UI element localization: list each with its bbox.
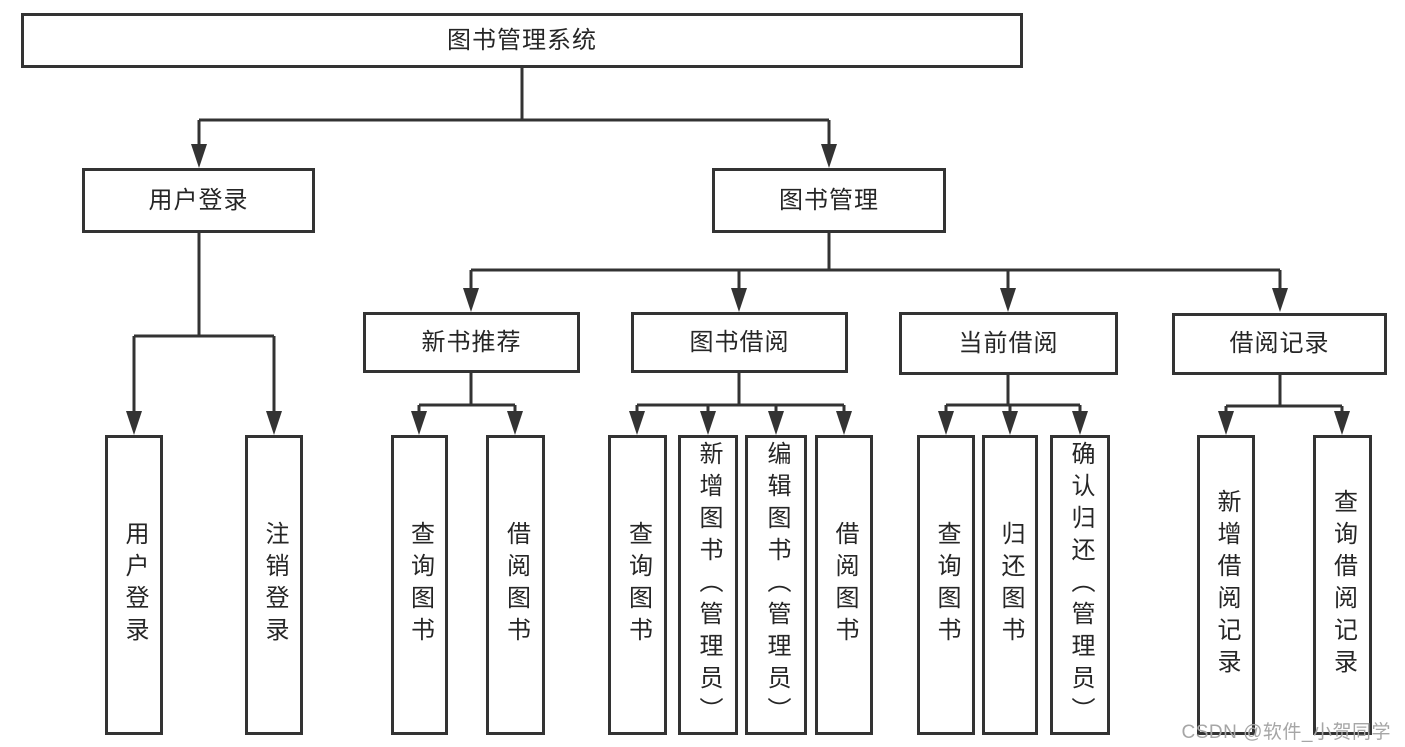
leaf-logout: 注销登录 (245, 435, 303, 735)
node-user-login: 用户登录 (82, 168, 315, 233)
leaf-label: 查询图书 (933, 521, 960, 649)
leaf-label: 新增图书（管理员） (695, 441, 722, 729)
node-new-book-recommend: 新书推荐 (363, 312, 580, 373)
leaf-label: 查询图书 (406, 521, 434, 649)
leaf-label: 查询图书 (624, 521, 652, 649)
node-current-borrowing: 当前借阅 (899, 312, 1118, 375)
leaf-label: 新增借阅记录 (1213, 489, 1240, 681)
leaf-label: 借阅图书 (831, 521, 858, 649)
node-library-management-system: 图书管理系统 (21, 13, 1023, 68)
leaf-query-books-borrowing: 查询图书 (608, 435, 667, 735)
node-borrowing-records: 借阅记录 (1172, 313, 1387, 375)
watermark-text: CSDN @软件_小贺同学 (1181, 722, 1391, 743)
leaf-label: 注销登录 (261, 521, 288, 649)
leaf-return-books: 归还图书 (982, 435, 1038, 735)
leaf-edit-book-admin: 编辑图书（管理员） (745, 435, 807, 735)
leaf-label: 编辑图书（管理员） (763, 441, 790, 729)
leaf-label: 查询借阅记录 (1329, 489, 1357, 681)
leaf-label: 确认归还（管理员） (1067, 441, 1094, 729)
leaf-label: 借阅图书 (502, 521, 530, 649)
node-book-borrowing: 图书借阅 (631, 312, 848, 373)
leaf-label: 用户登录 (121, 521, 148, 649)
leaf-add-book-admin: 新增图书（管理员） (678, 435, 738, 735)
leaf-add-borrow-record: 新增借阅记录 (1197, 435, 1255, 735)
leaf-label: 归还图书 (997, 521, 1024, 649)
leaf-query-books-current: 查询图书 (917, 435, 975, 735)
leaf-borrow-books: 借阅图书 (815, 435, 873, 735)
leaf-borrow-books-recommend: 借阅图书 (486, 435, 545, 735)
leaf-user-login: 用户登录 (105, 435, 163, 735)
node-book-management: 图书管理 (712, 168, 946, 233)
leaf-confirm-return-admin: 确认归还（管理员） (1050, 435, 1110, 735)
leaf-query-borrow-record: 查询借阅记录 (1313, 435, 1372, 735)
leaf-query-books-recommend: 查询图书 (391, 435, 448, 735)
